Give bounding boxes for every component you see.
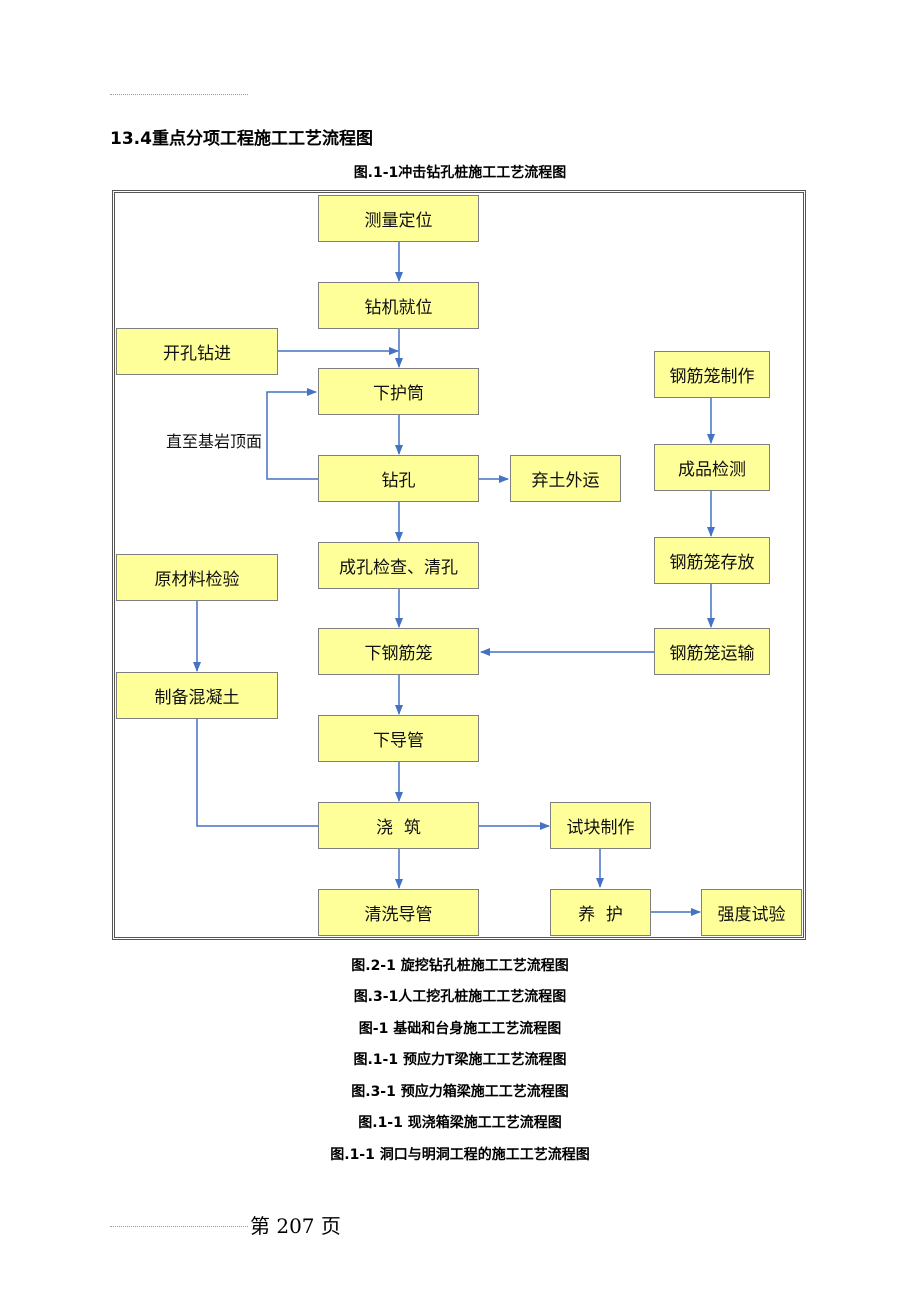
step-spoil: 弃土外运 — [510, 455, 621, 502]
step-material-test: 原材料检验 — [116, 554, 278, 601]
step-strength-test: 强度试验 — [701, 889, 802, 936]
step-sample-make: 试块制作 — [550, 802, 651, 849]
step-pouring: 浇 筑 — [318, 802, 479, 849]
step-cage-store: 钢筋笼存放 — [654, 537, 770, 584]
step-rig-position: 钻机就位 — [318, 282, 479, 329]
figure-caption: 图.1-1冲击钻孔桩施工工艺流程图 — [353, 165, 567, 181]
step-hole-check: 成孔检查、清孔 — [318, 542, 479, 589]
header-rule — [110, 94, 248, 95]
page-number: 第 207 页 — [250, 1214, 341, 1238]
step-clean-tremie: 清洗导管 — [318, 889, 479, 936]
caption-box-girder: 图.3-1 预应力箱梁施工工艺流程图 — [351, 1084, 569, 1100]
bedrock-note: 直至基岩顶面 — [166, 432, 263, 451]
footer-rule — [110, 1226, 248, 1227]
step-cage-transport: 钢筋笼运输 — [654, 628, 770, 675]
step-casing: 下护筒 — [318, 368, 479, 415]
step-cage-lowering: 下钢筋笼 — [318, 628, 479, 675]
arrow-concrete-to-pour — [196, 718, 318, 827]
step-product-check: 成品检测 — [654, 444, 770, 491]
section-title: 13.4重点分项工程施工工艺流程图 — [110, 129, 373, 149]
step-tremie: 下导管 — [318, 715, 479, 762]
caption-cast-box-girder: 图.1-1 现浇箱梁施工工艺流程图 — [358, 1115, 562, 1131]
caption-foundation: 图-1 基础和台身施工工艺流程图 — [358, 1021, 562, 1037]
step-concrete-prep: 制备混凝土 — [116, 672, 278, 719]
caption-t-beam: 图.1-1 预应力T梁施工工艺流程图 — [353, 1052, 567, 1068]
step-open-hole: 开孔钻进 — [116, 328, 278, 375]
arrow-drilling-loop-back — [266, 388, 318, 480]
caption-manual-pile: 图.3-1人工挖孔桩施工工艺流程图 — [353, 989, 567, 1005]
step-curing: 养 护 — [550, 889, 651, 936]
step-cage-make: 钢筋笼制作 — [654, 351, 770, 398]
step-survey: 测量定位 — [318, 195, 479, 242]
step-drilling: 钻孔 — [318, 455, 479, 502]
caption-rotary-pile: 图.2-1 旋挖钻孔桩施工工艺流程图 — [351, 958, 569, 974]
caption-portal: 图.1-1 洞口与明洞工程的施工工艺流程图 — [330, 1147, 590, 1163]
flowchart-frame — [112, 190, 806, 940]
